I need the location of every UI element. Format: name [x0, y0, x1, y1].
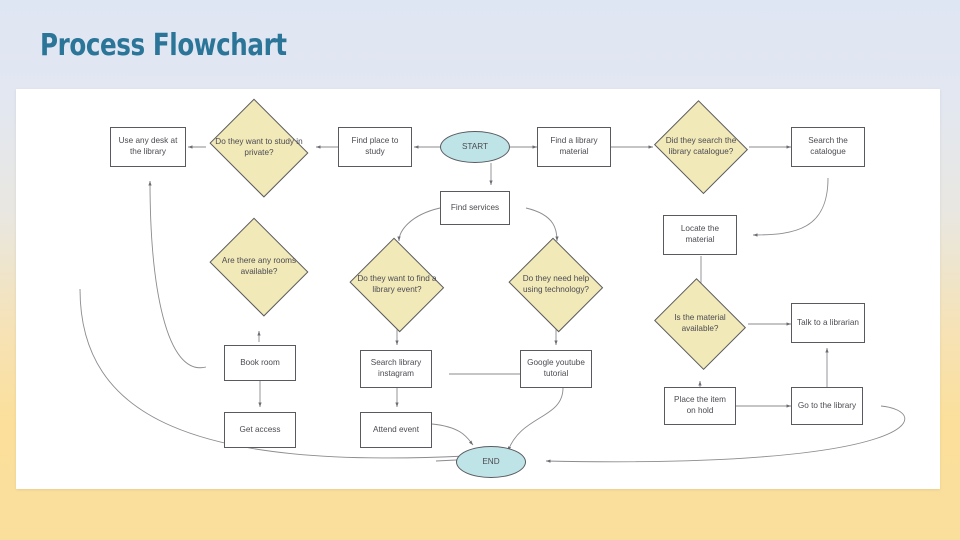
node-label: Did they search the library catalogue?: [665, 136, 737, 156]
page-title: Process Flowchart: [40, 28, 287, 63]
node-find-library-material[interactable]: Find a library material: [537, 127, 611, 167]
node-study-in-private[interactable]: Do they want to study in private?: [206, 98, 312, 198]
node-label: Get access: [239, 424, 281, 434]
node-label: START: [461, 141, 489, 151]
node-place-item-on-hold[interactable]: Place the item on hold: [664, 387, 736, 425]
node-search-the-catalogue[interactable]: Search the catalogue: [791, 127, 865, 167]
edge-left-loop-to-end: [79, 288, 467, 459]
flowchart-edges: [79, 145, 906, 463]
edge-rooms-to-use-desk: [148, 180, 207, 369]
node-label: Search library instagram: [370, 358, 422, 378]
node-label: Do they need help using technology?: [522, 274, 590, 294]
node-label: Talk to a librarian: [797, 317, 859, 327]
node-label: Find place to study: [351, 136, 399, 156]
edge-search-cat-to-locate: [752, 177, 829, 237]
node-end[interactable]: END: [456, 446, 526, 478]
edge-talk-librarian-to-end: [545, 405, 906, 463]
node-label: Search the catalogue: [808, 136, 848, 156]
node-go-to-the-library[interactable]: Go to the library: [791, 387, 863, 425]
edge-find-services-to-help-tech: [525, 207, 559, 242]
node-help-using-technology[interactable]: Do they need help using technology?: [507, 237, 605, 333]
edge-attend-event-to-end: [431, 423, 474, 446]
node-label: Use any desk at the library: [118, 136, 178, 156]
node-find-library-event[interactable]: Do they want to find a library event?: [348, 237, 446, 333]
node-is-material-available[interactable]: Is the material available?: [652, 278, 748, 370]
node-label: Find services: [450, 202, 500, 212]
node-rooms-available[interactable]: Are there any rooms available?: [206, 217, 312, 317]
node-label: Book room: [240, 357, 280, 367]
node-did-they-search-catalogue[interactable]: Did they search the library catalogue?: [653, 100, 749, 194]
node-book-room[interactable]: Book room: [224, 345, 296, 381]
node-locate-the-material[interactable]: Locate the material: [663, 215, 737, 255]
node-label: Google youtube tutorial: [527, 358, 585, 378]
node-label: END: [482, 456, 500, 466]
node-label: Do they want to find a library event?: [357, 274, 437, 294]
node-google-youtube-tutorial[interactable]: Google youtube tutorial: [520, 350, 592, 388]
flowchart-canvas: Use any desk at the library Do they want…: [16, 89, 940, 489]
node-label: Do they want to study in private?: [215, 137, 303, 157]
node-talk-to-a-librarian[interactable]: Talk to a librarian: [791, 303, 865, 343]
node-use-any-desk[interactable]: Use any desk at the library: [110, 127, 186, 167]
node-attend-event[interactable]: Attend event: [360, 412, 432, 448]
node-find-services[interactable]: Find services: [440, 191, 510, 225]
node-label: Attend event: [373, 424, 419, 434]
edge-find-services-to-library-event: [397, 207, 441, 242]
node-label: Are there any rooms available?: [221, 256, 297, 276]
node-label: Place the item on hold: [674, 395, 726, 415]
node-search-library-instagram[interactable]: Search library instagram: [360, 350, 432, 388]
node-label: Go to the library: [797, 400, 857, 410]
node-start[interactable]: START: [440, 131, 510, 163]
node-label: Is the material available?: [674, 313, 726, 333]
node-find-place-to-study[interactable]: Find place to study: [338, 127, 412, 167]
node-get-access[interactable]: Get access: [224, 412, 296, 448]
node-label: Find a library material: [550, 136, 598, 156]
edge-google-tutorial-to-end: [507, 387, 564, 452]
node-label: Locate the material: [680, 224, 720, 244]
